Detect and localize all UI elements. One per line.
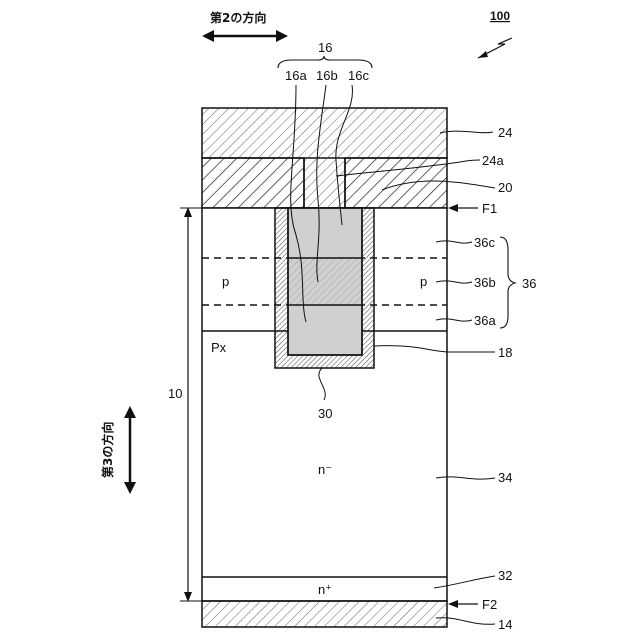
device-10-label: 10 [168, 386, 182, 401]
gate-group-label: 16 [318, 40, 332, 55]
direction-2-label: 第2の方向 [210, 10, 266, 25]
direction-3-arrowhead-top [124, 406, 136, 418]
nplus-region-label: n⁺ [318, 582, 332, 597]
face-f2-label: F2 [482, 597, 497, 612]
gate-group-brace [278, 56, 372, 68]
electrode-opening-24a [304, 158, 345, 208]
interlayer-label: 20 [498, 180, 512, 195]
layer-36-brace [500, 237, 515, 328]
layer-36c-label: 36c [474, 235, 495, 250]
direction-3-label: 第3の方向 [100, 422, 115, 478]
bottom-electrode-14 [202, 601, 447, 627]
gate-16c-label: 16c [348, 68, 369, 83]
gate-16b-label: 16b [316, 68, 338, 83]
layer-36a-label: 36a [474, 313, 496, 328]
electrode-opening-label: 24a [482, 153, 504, 168]
gate-16a-label: 16a [285, 68, 307, 83]
figure-number-label: 100 [490, 9, 510, 23]
layer-36-label: 36 [522, 276, 536, 291]
direction-2-arrowhead-right [276, 30, 288, 42]
face-f2-arrowhead [448, 600, 458, 608]
drift-region-label: n⁻ [318, 462, 332, 477]
insulator-18-label: 18 [498, 345, 512, 360]
face-f1-arrowhead [448, 204, 458, 212]
figure-number-arrowhead [478, 51, 488, 58]
leader-24 [440, 131, 493, 133]
p-region-left-label: p [222, 274, 229, 289]
top-electrode-24 [202, 108, 447, 158]
bottom-electrode-label: 14 [498, 617, 512, 632]
face-f1-label: F1 [482, 201, 497, 216]
direction-3-arrowhead-bottom [124, 482, 136, 494]
top-electrode-label: 24 [498, 125, 512, 140]
direction-2-arrowhead-left [202, 30, 214, 42]
p-region-right-label: p [420, 274, 427, 289]
interlayer-20-left [202, 158, 304, 208]
trench-30-label: 30 [318, 406, 332, 421]
layer-36b-label: 36b [474, 275, 496, 290]
px-label: Px [211, 340, 227, 355]
nplus-ref-label: 32 [498, 568, 512, 583]
gate-electrode-16b [288, 258, 362, 305]
drift-ref-label: 34 [498, 470, 512, 485]
